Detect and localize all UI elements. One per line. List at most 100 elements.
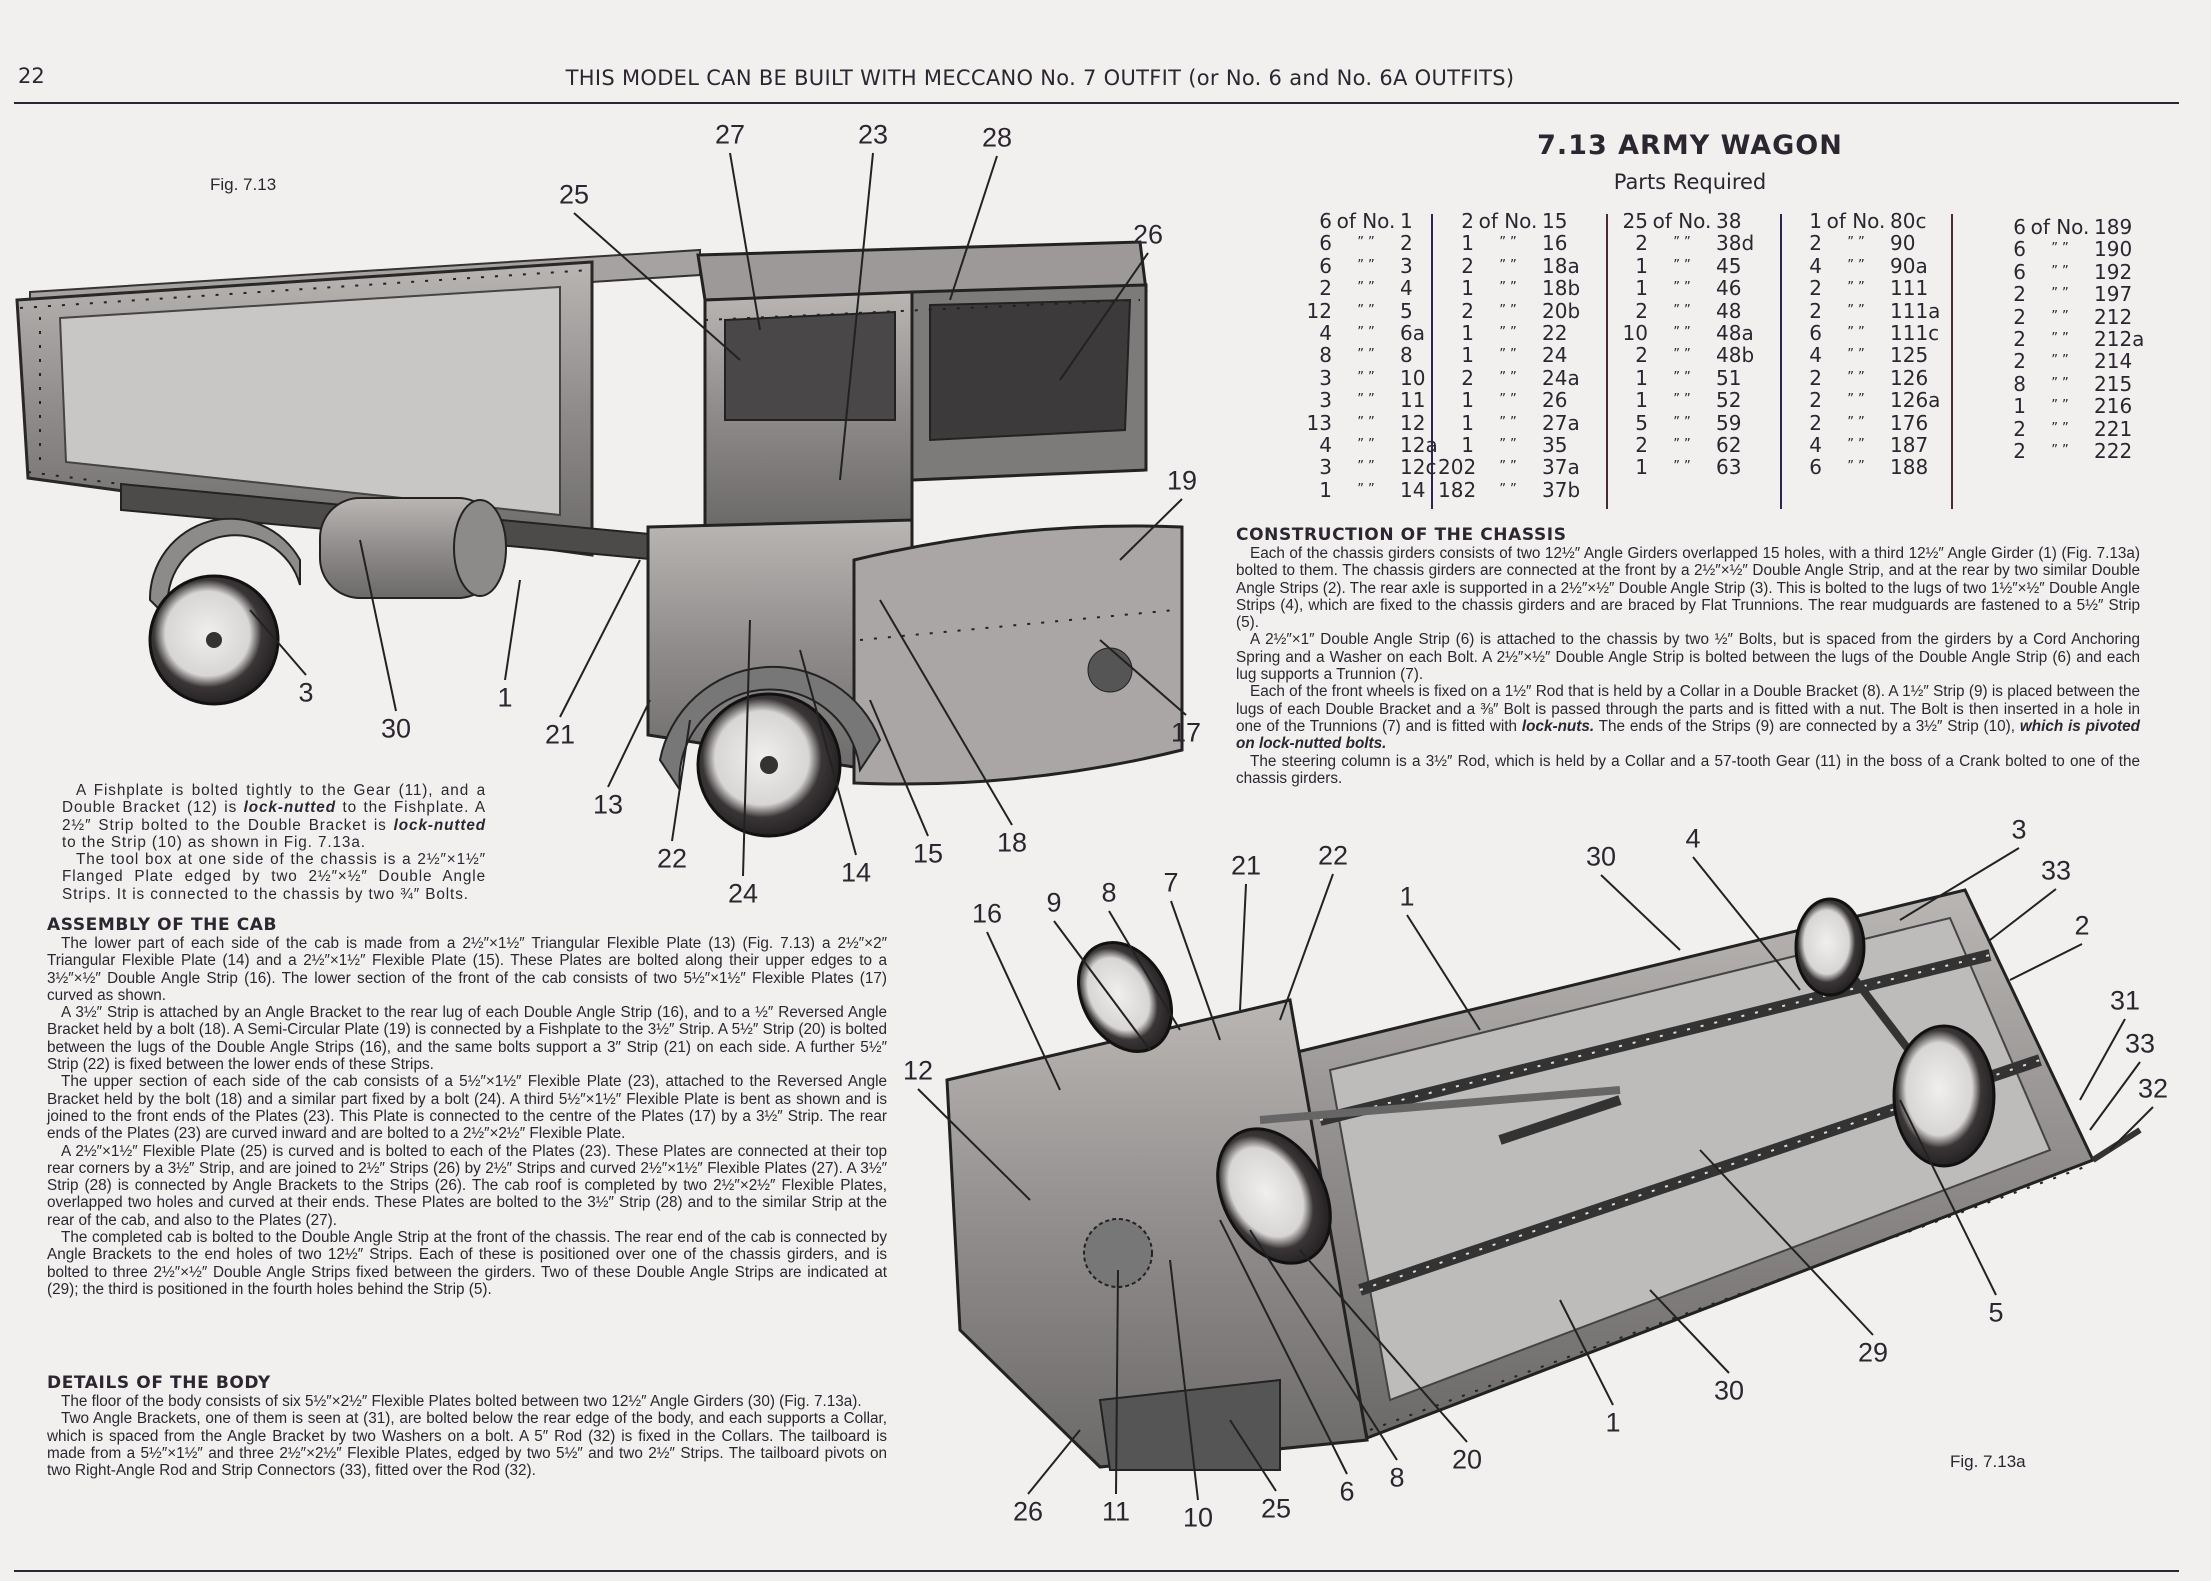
part-quantity: 4: [1809, 253, 1822, 278]
part-number: 24a: [1542, 365, 1580, 390]
leader-line: [607, 699, 651, 788]
callout-number: 14: [840, 857, 872, 888]
part-quantity: 1: [1635, 253, 1648, 278]
ditto-marks: ” ”: [1357, 459, 1375, 475]
callout-number: 28: [981, 122, 1013, 153]
callout-number: 21: [1230, 850, 1262, 881]
text-run: The tool box at one side of the chassis …: [62, 851, 486, 903]
of-no-label: of No.: [1826, 209, 1886, 233]
leader-line: [573, 212, 741, 361]
section-body: DETAILS OF THE BODY The floor of the bod…: [47, 1374, 887, 1480]
ditto-marks: ” ”: [1357, 369, 1375, 385]
parts-row: 2” ”212: [1990, 304, 2138, 329]
parts-row: 3” ”12c: [1296, 456, 1444, 479]
ditto-marks: ” ”: [1847, 414, 1865, 430]
parts-row: 2” ”214: [1990, 349, 2138, 374]
callout-number: 2: [2074, 910, 2090, 941]
paragraph: The lower part of each side of the cab i…: [47, 935, 887, 1004]
part-number: 3: [1400, 253, 1413, 278]
parts-row: 4” ”125: [1786, 344, 1934, 367]
parts-row: 1” ”22: [1438, 321, 1586, 346]
part-number: 48b: [1716, 343, 1755, 368]
parts-row: 12” ”5: [1296, 299, 1444, 322]
part-number: 16: [1542, 231, 1568, 256]
leader-line: [1229, 1419, 1277, 1492]
part-quantity: 1: [1635, 455, 1648, 480]
part-number: 22: [1542, 321, 1568, 346]
part-number: 189: [2094, 215, 2133, 239]
paragraph: Each of the chassis girders consists of …: [1236, 545, 2140, 631]
parts-row: 2” ”48: [1612, 299, 1760, 322]
parts-row: 1” ”26: [1438, 388, 1586, 413]
callout-number: 33: [2124, 1028, 2156, 1059]
part-number: 37b: [1542, 477, 1581, 502]
parts-row: 2” ”48b: [1612, 343, 1760, 368]
part-number: 2: [1400, 231, 1413, 256]
part-number: 111: [1890, 276, 1929, 301]
callout-number: 24: [727, 878, 759, 909]
part-number: 26: [1542, 388, 1568, 413]
ditto-marks: ” ”: [1499, 369, 1517, 385]
ditto-marks: ” ”: [1847, 459, 1865, 475]
parts-row: 10” ”48a: [1612, 322, 1760, 345]
part-number: 176: [1890, 410, 1929, 435]
callout-number: 13: [592, 789, 624, 820]
emphasis-text: lock-nuts.: [1521, 717, 1595, 735]
part-number: 37a: [1542, 455, 1580, 480]
parts-row: 182” ”37b: [1438, 477, 1586, 502]
part-number: 52: [1716, 388, 1742, 413]
parts-row: 1” ”216: [1990, 395, 2138, 418]
part-quantity: 25: [1622, 209, 1648, 233]
part-quantity: 1: [1461, 321, 1474, 346]
parts-row: 2” ”111: [1786, 276, 1934, 301]
ditto-marks: ” ”: [1673, 235, 1691, 251]
ditto-marks: ” ”: [1499, 459, 1517, 475]
part-number: 51: [1716, 365, 1742, 390]
ditto-marks: ” ”: [1357, 481, 1375, 497]
leader-line: [1699, 1149, 1874, 1336]
of-no-label: of No.: [1336, 209, 1396, 233]
ditto-marks: ” ”: [1357, 437, 1375, 453]
part-number: 46: [1716, 276, 1742, 301]
column-divider: [1431, 214, 1433, 509]
parts-row: 4” ”12a: [1296, 434, 1444, 457]
callout-number: 7: [1163, 867, 1179, 898]
parts-row: 5” ”59: [1612, 411, 1760, 434]
leader-line: [2009, 943, 2083, 981]
leader-line: [1219, 1219, 1348, 1475]
part-number: 45: [1716, 253, 1742, 278]
emphasis-text: lock-nutted: [243, 799, 336, 817]
part-number: 222: [2094, 439, 2133, 464]
callout-number: 30: [380, 713, 412, 744]
parts-row: 2” ”197: [1990, 283, 2138, 306]
part-number: 212a: [2094, 327, 2145, 352]
leader-line: [1108, 910, 1181, 1031]
part-quantity: 6: [1319, 253, 1332, 278]
callout-number: 25: [1260, 1493, 1292, 1524]
callout-number: 5: [1988, 1297, 2004, 1328]
part-quantity: 2: [2013, 349, 2026, 374]
paragraph: The completed cab is bolted to the Doubl…: [47, 1229, 887, 1298]
callout-number: 1: [1605, 1407, 1621, 1438]
part-number: 90: [1890, 231, 1916, 256]
text-run: to the Fishplate. A 2½″ Strip bolted to …: [62, 799, 486, 834]
ditto-marks: ” ”: [2051, 398, 2069, 414]
leader-line: [1115, 1269, 1119, 1495]
army-wagon-side-view: [15, 240, 1184, 838]
part-quantity: 2: [1461, 253, 1474, 278]
leader-line: [1170, 900, 1221, 1041]
part-number: 20b: [1542, 298, 1581, 323]
leader-line: [359, 539, 397, 712]
part-number: 111a: [1890, 298, 1941, 323]
parts-heading: Parts Required: [1613, 170, 1767, 194]
part-number: 126a: [1890, 388, 1941, 413]
parts-row: 6” ”3: [1296, 253, 1444, 278]
callout-number: 4: [1685, 823, 1701, 854]
of-no-label: of No.: [1478, 209, 1538, 233]
part-quantity: 2: [2013, 304, 2026, 329]
leader-line: [729, 152, 761, 331]
